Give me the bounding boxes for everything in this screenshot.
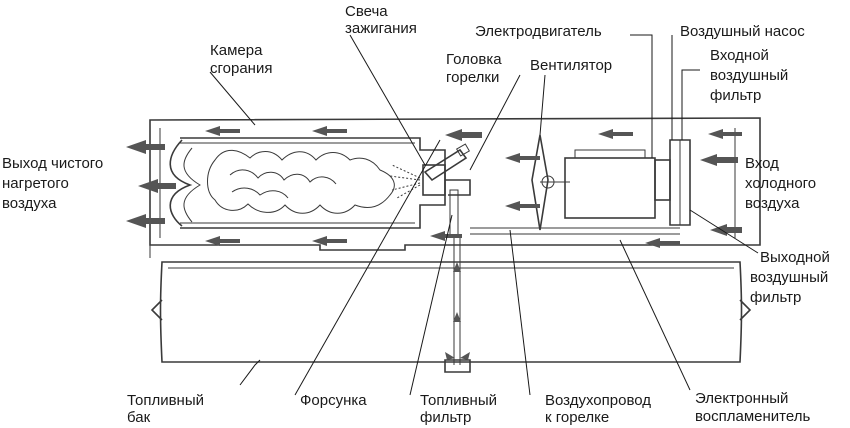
- air-duct: [470, 227, 680, 235]
- label-chamber-1: Камера: [210, 42, 263, 59]
- arrow-top-3: [445, 129, 482, 141]
- label-cold-air-3: воздуха: [745, 195, 800, 212]
- arrow-bot-2: [312, 236, 347, 246]
- label-igniter-2: воспламенитель: [695, 408, 810, 425]
- label-spark-plug-1: Свеча: [345, 3, 388, 20]
- label-outlet-air-3: воздуха: [2, 195, 57, 212]
- arrow-exit-low: [126, 214, 165, 228]
- spark-plug: [423, 143, 471, 182]
- arrow-exit-mid: [138, 179, 176, 193]
- label-cold-air-1: Вход: [745, 155, 779, 172]
- air-pump: [669, 139, 691, 226]
- label-burner-head-1: Головка: [446, 51, 502, 68]
- arrow-fuel-in-r: [460, 352, 470, 360]
- label-inlet-filter-1: Входной: [710, 47, 769, 64]
- combustion-chamber-body: [169, 137, 446, 229]
- fuel-tank: [150, 261, 752, 363]
- flame: [207, 149, 395, 214]
- burner-head-assembly: [422, 164, 471, 373]
- label-outlet-air-2: нагретого: [2, 175, 69, 192]
- arrow-exit-top: [126, 140, 165, 154]
- label-motor: Электродвигатель: [475, 23, 602, 40]
- arrow-fuel-up-2: [453, 312, 461, 322]
- label-fuel-tank-2: бак: [127, 409, 151, 426]
- arrow-top-6: [708, 129, 742, 139]
- label-outlet-filter-3: фильтр: [750, 289, 801, 306]
- arrow-bot-4: [505, 201, 540, 211]
- label-nozzle: Форсунка: [300, 392, 367, 409]
- label-inlet-filter-3: фильтр: [710, 87, 761, 104]
- arrow-fuel-in-l: [445, 352, 455, 360]
- label-air-duct-2: к горелке: [545, 409, 609, 426]
- label-igniter-1: Электронный: [695, 390, 788, 407]
- arrow-fuel-up-1: [453, 262, 461, 272]
- arrow-top-5: [598, 129, 633, 139]
- label-inlet-filter-2: воздушный: [710, 67, 788, 84]
- fuel-spray: [389, 164, 421, 199]
- label-cold-air-2: холодного: [745, 175, 816, 192]
- arrow-top-1: [205, 126, 240, 136]
- label-fuel-filter-1: Топливный: [420, 392, 497, 409]
- leader-lines: [209, 34, 759, 396]
- flow-arrows: [126, 126, 742, 360]
- label-fuel-tank-1: Топливный: [127, 392, 204, 409]
- label-air-duct-1: Воздухопровод: [545, 392, 651, 409]
- arrow-bot-1: [205, 236, 240, 246]
- arrow-bot-5: [645, 238, 680, 248]
- label-outlet-filter-1: Выходной: [760, 249, 830, 266]
- label-outlet-air-1: Выход чистого: [2, 155, 103, 172]
- arrow-bot-3: [430, 231, 462, 241]
- arrow-inlet-low: [710, 224, 742, 236]
- label-air-pump: Воздушный насос: [680, 23, 805, 40]
- label-fuel-filter-2: фильтр: [420, 409, 471, 426]
- label-chamber-2: сгорания: [210, 60, 272, 77]
- label-burner-head-2: горелки: [446, 69, 499, 86]
- arrow-top-2: [312, 126, 347, 136]
- arrow-top-4: [505, 153, 540, 163]
- label-fan: Вентилятор: [530, 57, 612, 74]
- electric-motor: [564, 149, 671, 219]
- label-outlet-filter-2: воздушный: [750, 269, 828, 286]
- labels: Свеча зажигания Камера сгорания Электрод…: [2, 3, 830, 426]
- label-spark-plug-2: зажигания: [345, 20, 417, 37]
- arrow-inlet: [700, 154, 738, 166]
